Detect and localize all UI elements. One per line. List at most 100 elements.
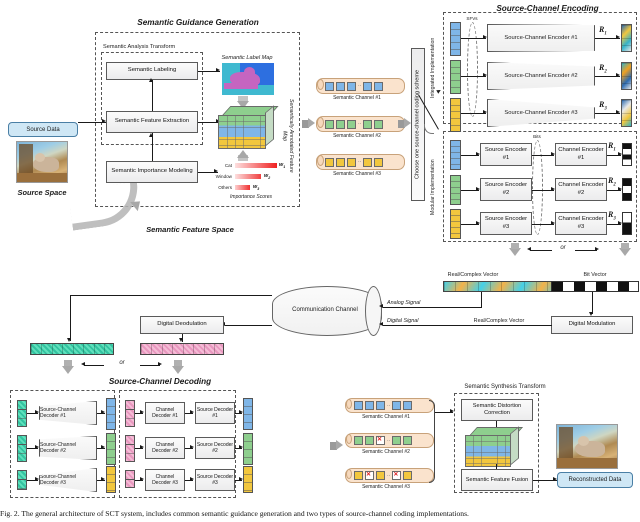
- chooser-branch-curve: [424, 124, 434, 134]
- scores-to-cube-arrowhead: [237, 150, 249, 158]
- arrow-chandec-to-srcdec3: [190, 477, 194, 482]
- modular-encoding-panel: [443, 131, 637, 242]
- arrow-to-decoder2: [35, 445, 39, 450]
- conn-correction-to-cube: [496, 421, 497, 427]
- semantic-channel-item: ·· Semantic Channel #1: [345, 398, 434, 420]
- source-encoder-3[interactable]: Source Encoder #3: [480, 212, 532, 235]
- arrow-src-to-chan3: [551, 221, 555, 226]
- rate-label-r2: R2: [599, 63, 607, 75]
- semantic-synthesis-panel: [454, 393, 539, 493]
- source-encoder-1[interactable]: Source Encoder #1: [480, 143, 532, 166]
- integrated-encoding-panel: [443, 12, 637, 124]
- decoder-output-stack: [106, 466, 116, 493]
- channel-cell: [376, 401, 385, 410]
- arrow-labeling-to-map: [216, 68, 220, 73]
- conn-src-to-chan3: [532, 224, 554, 225]
- conn-to-encoder2: [461, 76, 486, 77]
- semantic-importance-block[interactable]: Semantic Importance Modeling: [106, 161, 198, 183]
- channel-cell: [365, 436, 374, 445]
- bit-vector-label: Bit Vector: [583, 272, 607, 278]
- channel-encoder-3[interactable]: Channel Encoder #3: [555, 212, 607, 235]
- source-channel-encoder-1[interactable]: Source-Channel Encoder #1: [487, 24, 595, 52]
- received-digital-vector: [140, 343, 224, 355]
- conn-labeling-to-map: [198, 71, 220, 72]
- channel-decoder-3[interactable]: Channel Decoder #3: [145, 469, 185, 491]
- arrow-src-to-chan2: [551, 187, 555, 192]
- arrow-to-encoder3: [483, 110, 487, 115]
- semantic-channel-label: Semantic Channel #2: [362, 449, 410, 455]
- real-complex-vector-label-2: Real/Complex Vector: [473, 318, 525, 324]
- conn-srcdec2-out: [235, 448, 242, 449]
- source-encoder-2[interactable]: Source Encoder #2: [480, 178, 532, 201]
- feature-space-arc: [67, 181, 143, 231]
- channel-cell: [325, 157, 334, 167]
- semantic-labeling-block[interactable]: Semantic Labeling: [106, 62, 198, 80]
- conn-fusion-to-reconstructed: [533, 480, 557, 481]
- channel-cell: [336, 81, 345, 91]
- channel-encoder-1[interactable]: Channel Encoder #1: [555, 143, 607, 166]
- encoding-down-arrow-left: [509, 248, 521, 256]
- communication-channel-cap: [365, 286, 382, 336]
- channel-decoder-1[interactable]: Channel Decoder #1: [145, 402, 185, 424]
- decoder-input-stack: [17, 400, 27, 427]
- semantic-channel-item: ·· Semantic Channel #2: [316, 116, 405, 139]
- semantic-feature-space-label: Semantic Feature Space: [146, 225, 234, 234]
- weight-sub: 3: [257, 187, 260, 192]
- weight-sub: 2: [268, 176, 271, 181]
- reconstructed-data-box[interactable]: Reconstructed Data: [557, 472, 633, 488]
- decoding-to-channels-arrow: [330, 442, 337, 450]
- modular-decoder-input: [125, 400, 135, 427]
- channel-out-drop: [70, 295, 71, 341]
- channel-cell: [374, 157, 384, 167]
- pill-cap: [345, 469, 352, 479]
- semantic-feature-extraction-block[interactable]: Semantic Feature Extraction: [106, 111, 198, 133]
- conn-to-decoder3: [27, 480, 38, 481]
- source-channel-decoder-2[interactable]: Source-Channel Decoder #2: [39, 436, 97, 460]
- arrow-to-chan-dec1: [140, 410, 144, 415]
- conn-encoder3-out: [595, 113, 620, 114]
- conn-cube-to-fusion: [496, 464, 497, 469]
- source-decoder-3[interactable]: Source Decoder #3: [195, 469, 235, 491]
- sfvs-label: SFVs: [466, 16, 478, 21]
- conn-encoder1-out: [595, 38, 620, 39]
- source-decoder-1[interactable]: Source Decoder #1: [195, 402, 235, 424]
- channel-cell: [365, 401, 374, 410]
- decoder-input-stack: [17, 435, 27, 462]
- integrated-implementation-label: Integrated Implementation: [430, 37, 436, 99]
- channel-decoder-2[interactable]: Channel Decoder #2: [145, 437, 185, 459]
- channel-encoder-2[interactable]: Channel Encoder #2: [555, 178, 607, 201]
- semantic-channel-item: ✕ ·· ✕ Semantic Channel #3: [345, 468, 434, 490]
- semantic-label-map-label: Semantic Label Map: [221, 55, 273, 61]
- arrow-to-decoder1: [35, 410, 39, 415]
- feature-cube: [218, 105, 280, 150]
- semantic-feature-fusion-block[interactable]: Semantic Feature Fusion: [461, 469, 533, 491]
- arrow-chan-enc1-out: [618, 152, 622, 157]
- channel-pill: ✕ ··: [345, 433, 434, 448]
- arrow-chan-enc3-out: [618, 221, 622, 226]
- conn-srcdec1-out: [235, 413, 242, 414]
- source-space-label: Source Space: [17, 188, 67, 197]
- arrow-to-src-enc3: [476, 221, 480, 226]
- rate-sub: 2: [604, 69, 607, 75]
- conn-source-to-extraction: [78, 122, 106, 123]
- or-connector-bottom-2: [140, 365, 160, 366]
- channel-cell: [392, 436, 402, 445]
- source-data-box[interactable]: Source Data: [8, 122, 78, 137]
- coding-scheme-chooser[interactable]: Choose one source-channel coding scheme: [411, 48, 425, 201]
- semantic-distortion-correction-block[interactable]: Semantic Distortion Correction: [461, 399, 533, 421]
- channel-cell: [403, 471, 413, 480]
- semantic-guidance-panel: [95, 32, 300, 207]
- rate-sub: 3: [613, 216, 616, 222]
- arrow-encoder1-out: [616, 35, 620, 40]
- source-decoder-2[interactable]: Source Decoder #2: [195, 437, 235, 459]
- digital-modulation-block[interactable]: Digital Modulation: [551, 316, 633, 334]
- bits-label: Bits: [533, 134, 541, 139]
- communication-channel-label: Communication Channel: [292, 307, 358, 313]
- rate-letter: R: [608, 141, 614, 150]
- semantic-label-map-image: [222, 63, 274, 95]
- channel-cell: [403, 436, 413, 445]
- digital-demodulation-block[interactable]: Digital Deodulation: [140, 316, 224, 334]
- rate-sub: 1: [604, 31, 607, 37]
- source-channel-encoder-2[interactable]: Source-Channel Encoder #2: [487, 62, 595, 90]
- modular-decoder-output: [243, 433, 253, 465]
